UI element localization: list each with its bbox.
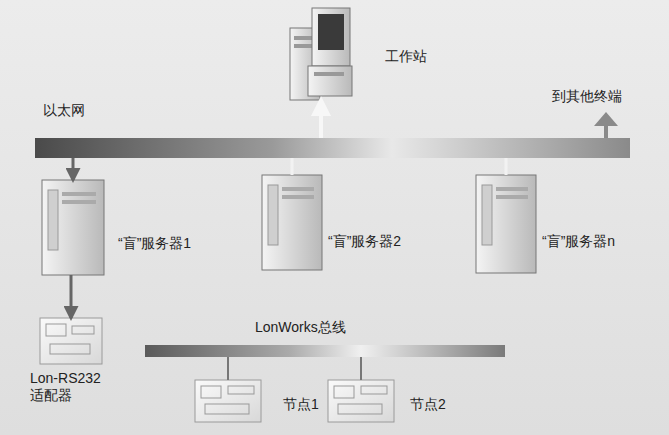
workstation-icon [290, 8, 352, 100]
node-label: “盲”服务器1 [118, 235, 191, 252]
node-label: “盲”服务器2 [328, 233, 401, 250]
server: “盲”服务器1 [42, 180, 104, 275]
server-icon [262, 175, 322, 270]
connector [70, 275, 73, 318]
node-label: LonWorks总线 [255, 319, 346, 336]
connector [360, 357, 362, 380]
server: “盲”服务器n [476, 175, 536, 273]
node-board [195, 380, 261, 422]
node-label: “盲”服务器n [542, 233, 615, 250]
server: “盲”服务器2 [262, 175, 322, 270]
node-label: 以太网 [43, 102, 85, 119]
ethernet-band: 以太网 [35, 138, 630, 158]
field-node: 节点1 [195, 380, 261, 422]
node-label: 节点2 [410, 396, 446, 413]
connector [227, 357, 229, 380]
connector [505, 158, 508, 175]
field-node: 节点2 [328, 380, 394, 422]
server-icon [476, 175, 536, 273]
connector [291, 158, 294, 175]
connector [319, 100, 323, 138]
uplink-arrow [594, 112, 618, 140]
adapter-board [40, 318, 102, 364]
lonworks-bus: LonWorks总线 [145, 345, 505, 357]
adapter: Lon-RS232 适配器 [40, 318, 102, 364]
node-label: 工作站 [385, 48, 427, 65]
server-icon [42, 180, 104, 275]
workstation: 工作站 [290, 8, 352, 100]
node-label: Lon-RS232 适配器 [30, 370, 108, 404]
connector [72, 158, 75, 180]
note-label: 到其他终端 [552, 88, 622, 106]
node-label: 节点1 [283, 396, 319, 413]
node-board [328, 380, 394, 422]
